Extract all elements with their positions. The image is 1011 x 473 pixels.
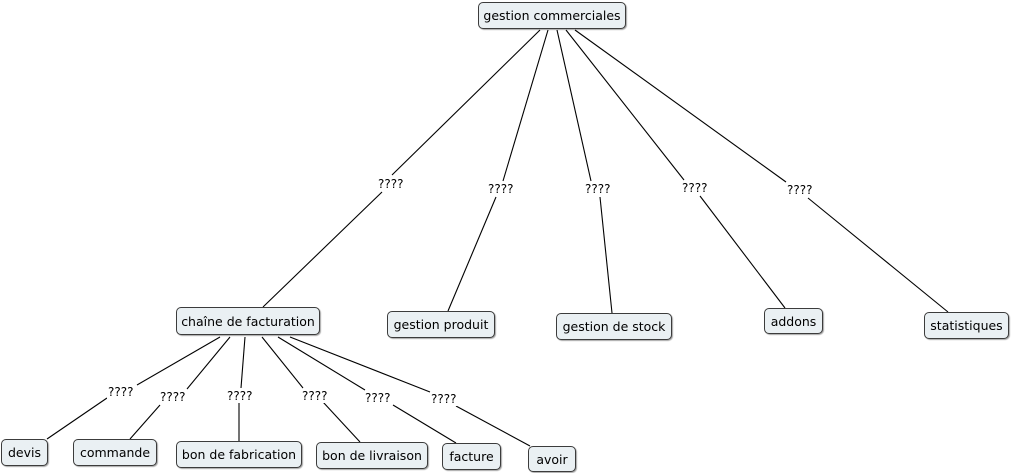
- node-facture[interactable]: facture: [442, 443, 501, 470]
- link-label-root-statistiques: ????: [786, 183, 814, 197]
- edge-chaine-commande: [186, 336, 231, 390]
- node-avoir[interactable]: avoir: [528, 446, 576, 472]
- edge-commande-from-label: [129, 404, 161, 440]
- node-bon-de-livraison[interactable]: bon de livraison: [316, 442, 428, 469]
- edge-avoir-from-label: [455, 405, 531, 447]
- edge-produit-from-label: [447, 196, 497, 312]
- node-chaine-de-facturation[interactable]: chaîne de facturation: [176, 307, 320, 335]
- edge-chaine-devis: [136, 336, 221, 386]
- edge-chaine-avoir: [289, 336, 431, 393]
- link-label-chaine-livraison: ????: [301, 389, 329, 403]
- edge-root-chaine: [391, 29, 541, 176]
- node-gestion-de-stock[interactable]: gestion de stock: [556, 313, 672, 340]
- node-addons[interactable]: addons: [764, 308, 823, 334]
- edge-root-addons: [565, 29, 685, 181]
- edge-chaine-from-label: [262, 191, 383, 308]
- link-label-chaine-facture: ????: [364, 391, 392, 405]
- node-devis[interactable]: devis: [1, 439, 48, 466]
- edge-livraison-from-label: [322, 401, 361, 443]
- link-label-chaine-fabrication: ????: [226, 389, 254, 403]
- edge-chaine-fabrication: [240, 336, 246, 389]
- edge-chaine-facture: [277, 336, 366, 391]
- edge-devis-from-label: [46, 397, 108, 440]
- edge-root-stock: [556, 29, 592, 182]
- edge-addons-from-label: [699, 195, 786, 309]
- edge-statistiques-from-label: [807, 197, 949, 313]
- node-bon-de-fabrication[interactable]: bon de fabrication: [176, 441, 302, 468]
- link-label-root-stock: ????: [584, 182, 612, 196]
- edge-chaine-livraison: [261, 336, 304, 389]
- edge-root-statistiques: [574, 29, 787, 183]
- node-statistiques[interactable]: statistiques: [924, 312, 1009, 339]
- link-label-root-addons: ????: [681, 181, 709, 195]
- node-gestion-produit[interactable]: gestion produit: [387, 311, 495, 338]
- node-commande[interactable]: commande: [73, 439, 157, 466]
- link-label-chaine-avoir: ????: [430, 392, 458, 406]
- edge-facture-from-label: [392, 404, 457, 444]
- link-label-root-produit: ????: [487, 182, 515, 196]
- node-gestion-commerciales[interactable]: gestion commerciales: [478, 2, 626, 29]
- link-label-chaine-devis: ????: [107, 385, 135, 399]
- edge-stock-from-label: [599, 196, 613, 314]
- edge-root-produit: [502, 29, 549, 182]
- link-label-chaine-commande: ????: [159, 390, 187, 404]
- link-label-root-chaine: ????: [377, 177, 405, 191]
